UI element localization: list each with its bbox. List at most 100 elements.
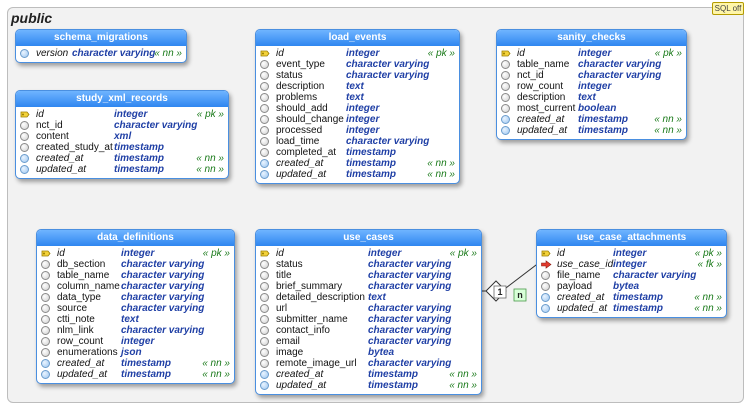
column-icon [260, 326, 269, 335]
table-header[interactable]: data_definitions [37, 230, 234, 246]
column-type: text [121, 314, 139, 325]
column-name: db_section [57, 259, 106, 270]
column-name: created_at [36, 153, 84, 164]
column-type: integer [613, 248, 647, 259]
column-constraint: « pk » [427, 48, 455, 59]
column-icon [41, 260, 50, 269]
column-type: character varying [368, 270, 452, 281]
column-name: id [57, 248, 65, 259]
table-header[interactable]: use_case_attachments [537, 230, 726, 246]
column-name: description [517, 92, 566, 103]
table-header[interactable]: schema_migrations [16, 30, 186, 46]
table-header[interactable]: sanity_checks [497, 30, 686, 46]
column-type: json [121, 347, 142, 358]
column-type: integer [114, 109, 148, 120]
column-type: integer [346, 103, 380, 114]
table-header[interactable]: use_cases [256, 230, 481, 246]
column-name: id [36, 109, 44, 120]
table-header[interactable]: study_xml_records [16, 91, 228, 107]
column-type: xml [114, 131, 132, 142]
not-null-column-icon [541, 293, 550, 302]
column-icon [501, 82, 510, 91]
column-name: email [276, 336, 300, 347]
primary-key-icon [501, 49, 511, 58]
column-type: character varying [368, 303, 452, 314]
column-name: table_name [57, 270, 110, 281]
sql-toggle-badge[interactable]: SQL off [712, 2, 744, 15]
column-icon [260, 315, 269, 324]
column-name: row_count [517, 81, 564, 92]
column-constraint: « nn » [654, 114, 682, 125]
table-header[interactable]: load_events [256, 30, 459, 46]
column-icon [260, 104, 269, 113]
column-constraint: « pk » [694, 248, 722, 259]
